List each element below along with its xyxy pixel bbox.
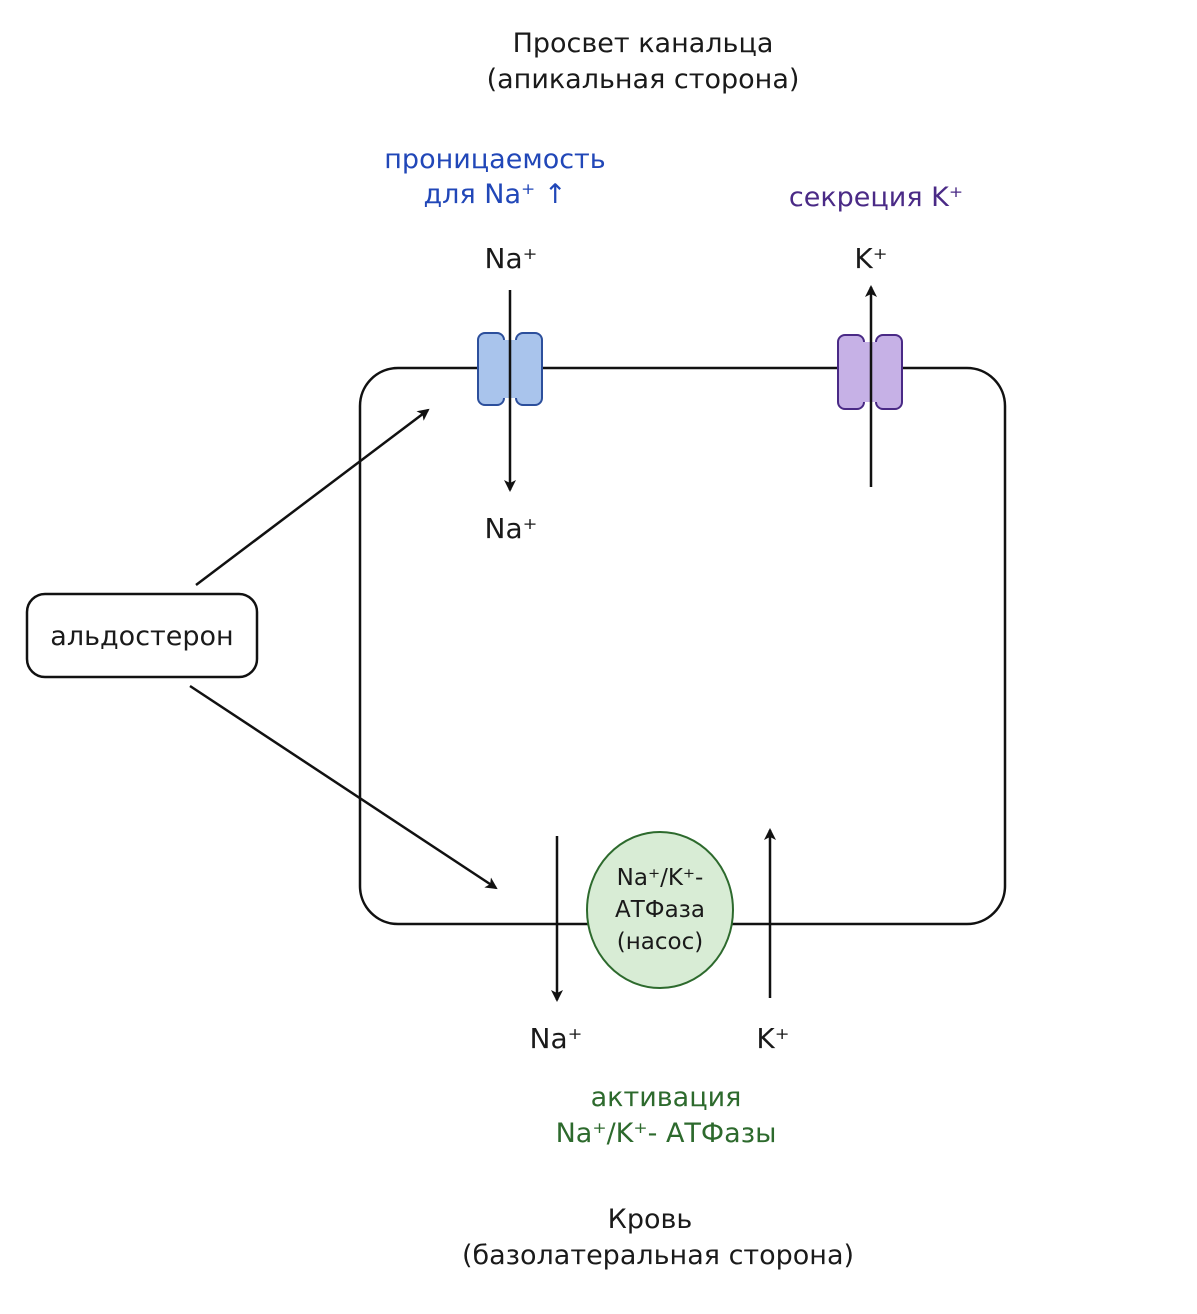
aldosterone-box (25, 592, 259, 679)
basolateral-title-line1: Кровь (608, 1204, 693, 1235)
aldosterone-label: альдостерон (50, 621, 233, 652)
activation-label-line1: активация (591, 1082, 742, 1113)
pump-label-line1: Na⁺/K⁺- (617, 865, 704, 891)
na-permeability-label-line1: проницаемость (384, 144, 605, 175)
na-ion-lumen: Na⁺ (485, 242, 538, 275)
pump-label-line3: (насос) (617, 929, 703, 955)
na-channel (477, 332, 543, 406)
apical-title-line2: (апикальная сторона) (487, 64, 800, 95)
aldosterone-to-pump-arrow (189, 684, 498, 890)
na-k-atpase-pump (586, 831, 734, 989)
apical-title-line1: Просвет канальца (513, 28, 774, 59)
na-ion-intracellular: Na⁺ (485, 512, 538, 545)
k-secretion-label: секреция K⁺ (789, 182, 963, 213)
basolateral-title-line2: (базолатеральная сторона) (462, 1240, 854, 1271)
aldosterone-to-channel-arrow (195, 408, 430, 586)
na-ion-blood: Na⁺ (530, 1022, 583, 1055)
k-ion-blood: K⁺ (756, 1022, 789, 1055)
activation-label-line2: Na⁺/K⁺- АТФазы (556, 1118, 777, 1149)
na-permeability-label-line2: для Na⁺ ↑ (424, 179, 567, 210)
pump-label-line2: АТФаза (615, 897, 705, 923)
k-ion-lumen: K⁺ (854, 242, 887, 275)
k-channel (837, 334, 903, 410)
